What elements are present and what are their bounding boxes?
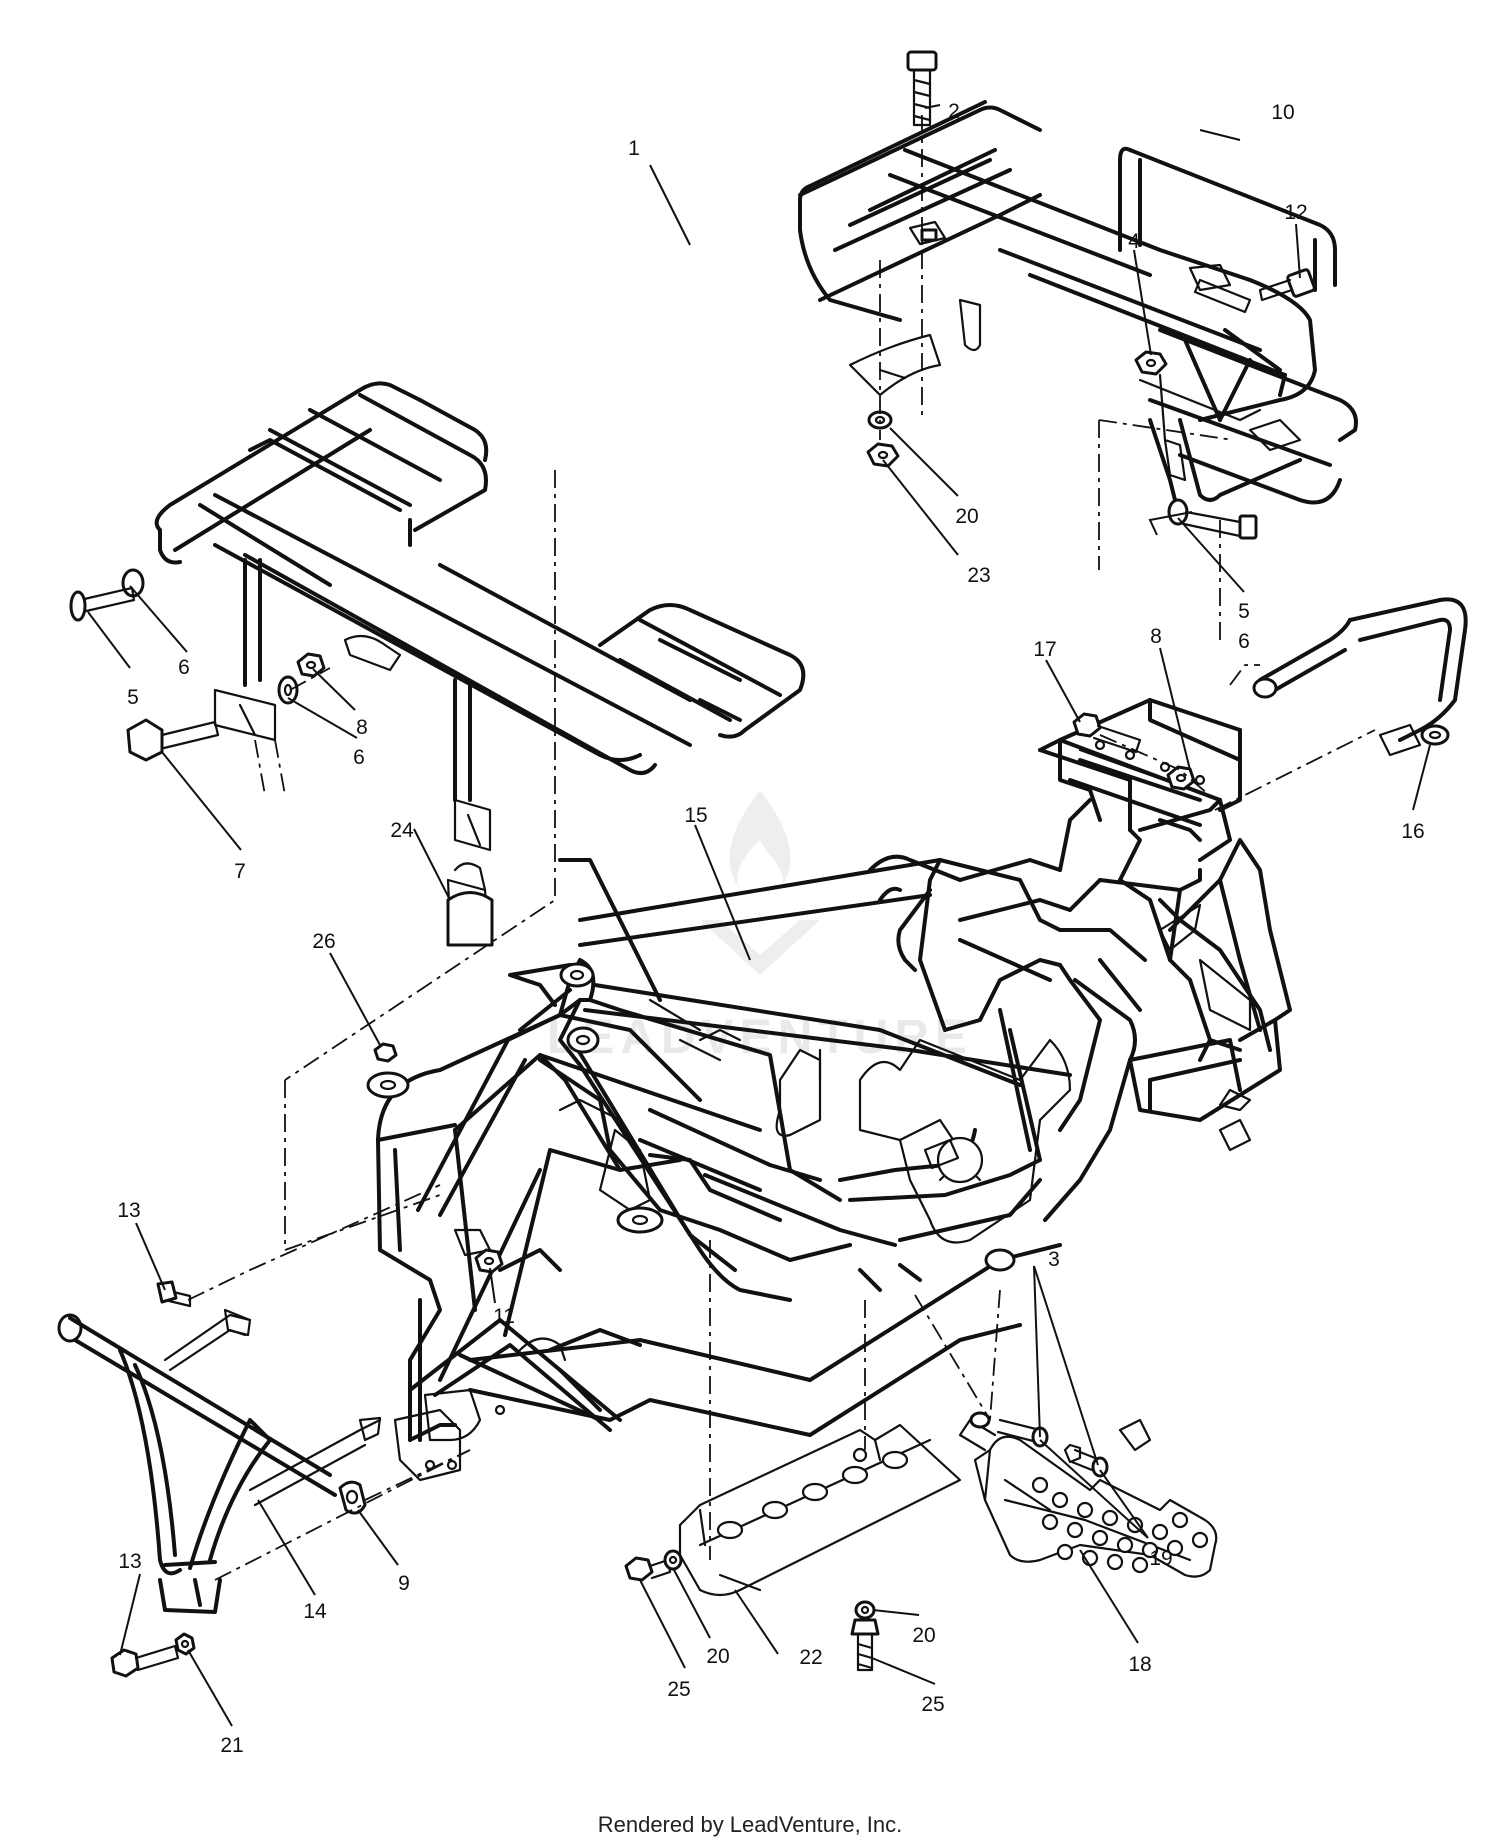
callout-2: 2 <box>948 100 960 123</box>
bumper-hardware <box>110 1280 367 1678</box>
callout-13a: 13 <box>117 1199 140 1222</box>
part-24 <box>446 891 494 947</box>
frame-panels <box>648 998 1072 1244</box>
frame-pivots <box>366 962 1016 1272</box>
rear-bolt-5-washer-6 <box>1167 498 1258 540</box>
front-rack-hardware <box>69 568 326 762</box>
callout-1: 1 <box>628 137 640 160</box>
callout-25b: 25 <box>921 1693 944 1716</box>
callout-20c: 20 <box>912 1624 935 1647</box>
callout-26: 26 <box>312 930 335 953</box>
callout-20b: 20 <box>706 1645 729 1668</box>
callout-4: 4 <box>1128 230 1140 253</box>
callout-8b: 8 <box>1150 625 1162 648</box>
footrest-hardware-25-20 <box>624 1549 880 1672</box>
callout-22: 22 <box>799 1646 822 1669</box>
callout-5a: 5 <box>127 686 139 709</box>
callout-10: 10 <box>1271 101 1294 124</box>
callout-12: 12 <box>1284 201 1307 224</box>
callout-16: 16 <box>1401 820 1424 843</box>
rear-rack-hardware <box>848 268 1316 468</box>
callout-labels: 1 2 3 4 5 5 6 6 6 7 8 8 9 10 11 12 13 13… <box>117 100 1424 1757</box>
footer-credit: Rendered by LeadVenture, Inc. <box>597 1812 903 1837</box>
rear-grab-bar-16 <box>1252 597 1468 757</box>
callout-15: 15 <box>684 804 707 827</box>
footrest-holes-18 <box>1031 1476 1209 1574</box>
footrest-bolts-3 <box>996 1418 1109 1478</box>
bolt-2 <box>906 50 938 127</box>
callout-7: 7 <box>234 860 246 883</box>
callout-18: 18 <box>1128 1653 1151 1676</box>
rear-rack <box>798 100 1358 522</box>
front-frame-lower <box>376 1098 652 1482</box>
rear-frame-section <box>1058 698 1242 812</box>
callout-8a: 8 <box>356 716 368 739</box>
callout-25a: 25 <box>667 1678 690 1701</box>
callout-6c: 6 <box>1238 630 1250 653</box>
rear-bolt-17-nut-8 <box>1072 712 1196 791</box>
watermark-logo <box>700 790 820 975</box>
callout-17: 17 <box>1033 638 1056 661</box>
rear-box <box>1128 838 1292 1152</box>
callout-20a: 20 <box>955 505 978 528</box>
callout-21: 21 <box>220 1734 243 1757</box>
callout-5b: 5 <box>1238 600 1250 623</box>
front-rack <box>154 381 806 937</box>
front-bumper-14 <box>57 1308 382 1614</box>
callout-19: 19 <box>1149 1547 1172 1570</box>
callout-14: 14 <box>303 1600 327 1623</box>
callout-13b: 13 <box>118 1550 141 1573</box>
callout-3: 3 <box>1048 1248 1060 1271</box>
callout-9: 9 <box>398 1572 410 1595</box>
callout-23: 23 <box>967 564 990 587</box>
main-frame <box>376 738 1272 1437</box>
leader-lines <box>87 104 1431 1727</box>
callout-6a: 6 <box>178 656 190 679</box>
callout-6b: 6 <box>353 746 365 769</box>
callout-11: 11 <box>493 1305 515 1328</box>
small-nuts <box>373 1042 504 1274</box>
callout-24: 24 <box>390 819 414 842</box>
left-footrest-22 <box>678 1423 962 1597</box>
